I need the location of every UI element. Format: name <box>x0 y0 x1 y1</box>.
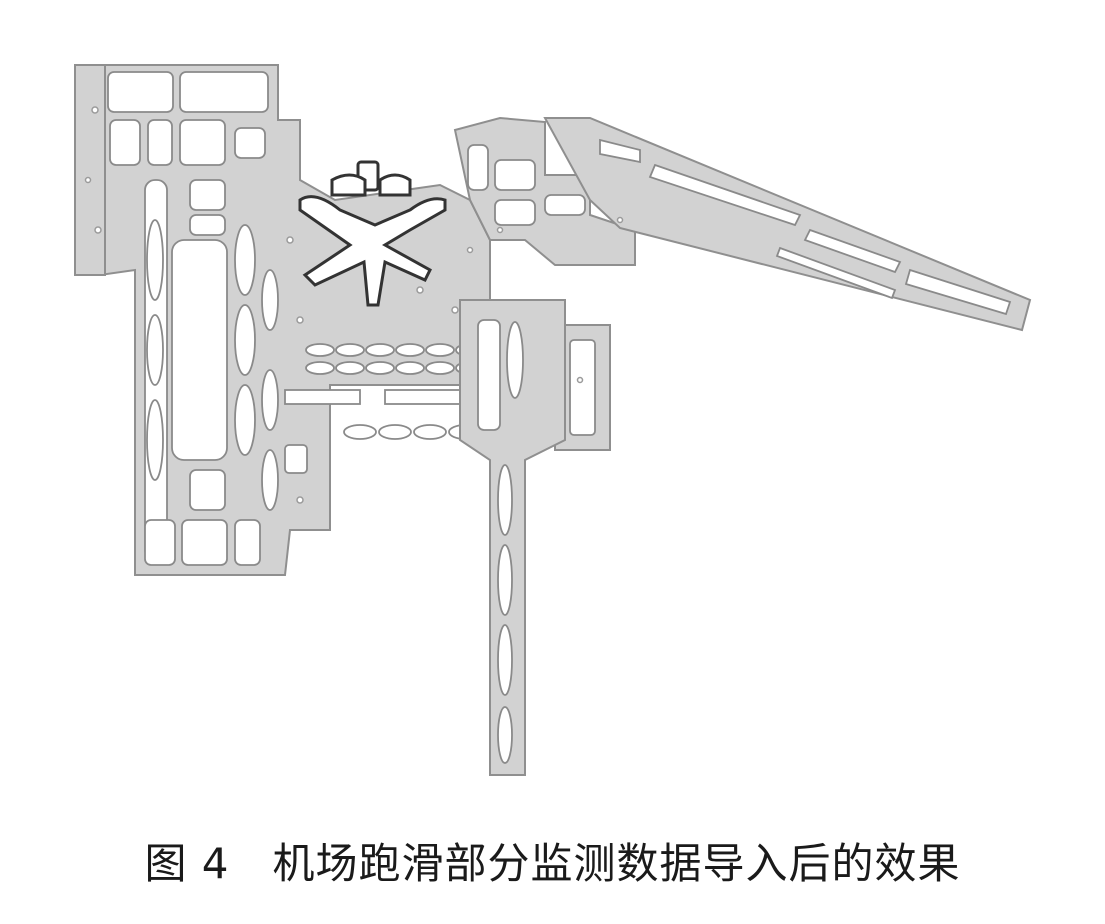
terminal-building <box>298 160 447 307</box>
southwest-blocks <box>144 179 261 566</box>
south-runway <box>459 299 566 776</box>
west-apron-strip <box>74 64 106 276</box>
figure-caption: 图 4 机场跑滑部分监测数据导入后的效果 <box>144 839 961 888</box>
northeast-runway <box>543 117 1032 332</box>
west-runway-corridor <box>144 179 279 561</box>
monitoring-data-points <box>84 106 624 504</box>
northwest-blocks <box>107 71 269 166</box>
airport-pavement-map <box>74 64 1032 776</box>
